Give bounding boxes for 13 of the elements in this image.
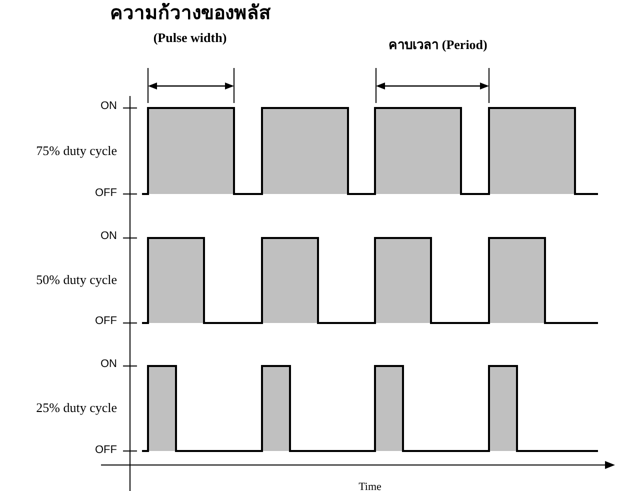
row-label: 75% duty cycle [36,144,117,157]
level-label: OFF [95,316,117,327]
heading-text: (Pulse width) [153,31,227,44]
level-label: OFF [95,445,117,456]
heading-text: ความก้วางของพลัส [110,4,271,23]
row-label: 50% duty cycle [36,273,117,286]
row-label: 25% duty cycle [36,401,117,414]
level-label: ON [100,231,117,242]
level-label: ON [100,359,117,370]
level-label: ON [100,101,117,112]
axis-label: Time [358,482,382,491]
heading-text: คาบเวลา (Period) [388,38,488,51]
level-label: OFF [95,188,117,199]
